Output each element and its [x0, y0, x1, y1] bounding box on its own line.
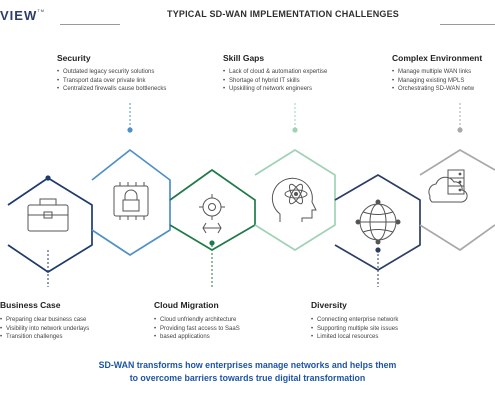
list-item: Transport data over private link: [57, 77, 166, 86]
connectors: [47, 103, 461, 287]
title-rule-right: [440, 24, 495, 25]
list-item: Centralized firewalls cause bottlenecks: [57, 85, 166, 94]
list-item: Outdated legacy security solutions: [57, 68, 166, 77]
cloud-gear-icon: [199, 194, 225, 234]
footer-line-1: SD-WAN transforms how enterprises manage…: [98, 360, 397, 370]
cloud-server-icon: [428, 169, 468, 203]
complex-environment-points: Manage multiple WAN links Managing exist…: [392, 68, 474, 94]
business-case-title: Business Case: [0, 300, 61, 310]
business-case-segment: [7, 177, 93, 273]
complex-environment-title: Complex Environment: [392, 53, 483, 63]
list-item: Transition challenges: [0, 333, 89, 342]
cloud-migration-segment: [169, 169, 256, 251]
list-item: Manage multiple WAN links: [392, 68, 474, 77]
cloud-migration-title: Cloud Migration: [154, 300, 219, 310]
security-segment: [91, 149, 171, 256]
skill-gaps-points: Lack of cloud & automation expertise Sho…: [223, 68, 327, 94]
lock-chip-icon: [113, 182, 149, 220]
security-title: Security: [57, 53, 91, 63]
list-item: Limited local resources: [311, 333, 398, 342]
list-item: Supporting multiple site issues: [311, 325, 398, 334]
briefcase-icon: [27, 198, 69, 232]
business-case-points: Preparing clear business case Visibility…: [0, 316, 89, 342]
list-item: Preparing clear business case: [0, 316, 89, 325]
list-item: Upskilling of network engineers: [223, 85, 327, 94]
title-rule-left: [60, 24, 120, 25]
list-item: Managing existing MPLS: [392, 77, 474, 86]
skill-gaps-title: Skill Gaps: [223, 53, 265, 63]
diversity-title: Diversity: [311, 300, 347, 310]
cloud-migration-points: Cloud unfriendly architecture Providing …: [154, 316, 240, 342]
list-item: Cloud unfriendly architecture: [154, 316, 240, 325]
company-logo: VIEWTM: [0, 8, 46, 23]
complex-environment-segment: [419, 149, 495, 176]
diversity-points: Connecting enterprise network Supporting…: [311, 316, 398, 342]
brain-atom-icon: [271, 177, 317, 222]
list-item: Visibility into network underlays: [0, 325, 89, 334]
list-item: Orchestrating SD-WAN netw: [392, 85, 474, 94]
diagram-title: TYPICAL SD-WAN IMPLEMENTATION CHALLENGES: [167, 9, 399, 19]
diversity-segment: [334, 174, 421, 271]
globe-network-icon: [355, 199, 401, 245]
list-item: Providing fast access to SaaS: [154, 325, 240, 334]
security-points: Outdated legacy security solutions Trans…: [57, 68, 166, 94]
list-item: Shortage of hybrid IT skills: [223, 77, 327, 86]
list-item: Connecting enterprise network: [311, 316, 398, 325]
list-item: Lack of cloud & automation expertise: [223, 68, 327, 77]
connector-dots: [45, 127, 463, 253]
list-item: based applications: [154, 333, 240, 342]
footer-line-2: to overcome barriers towards true digita…: [129, 373, 366, 383]
